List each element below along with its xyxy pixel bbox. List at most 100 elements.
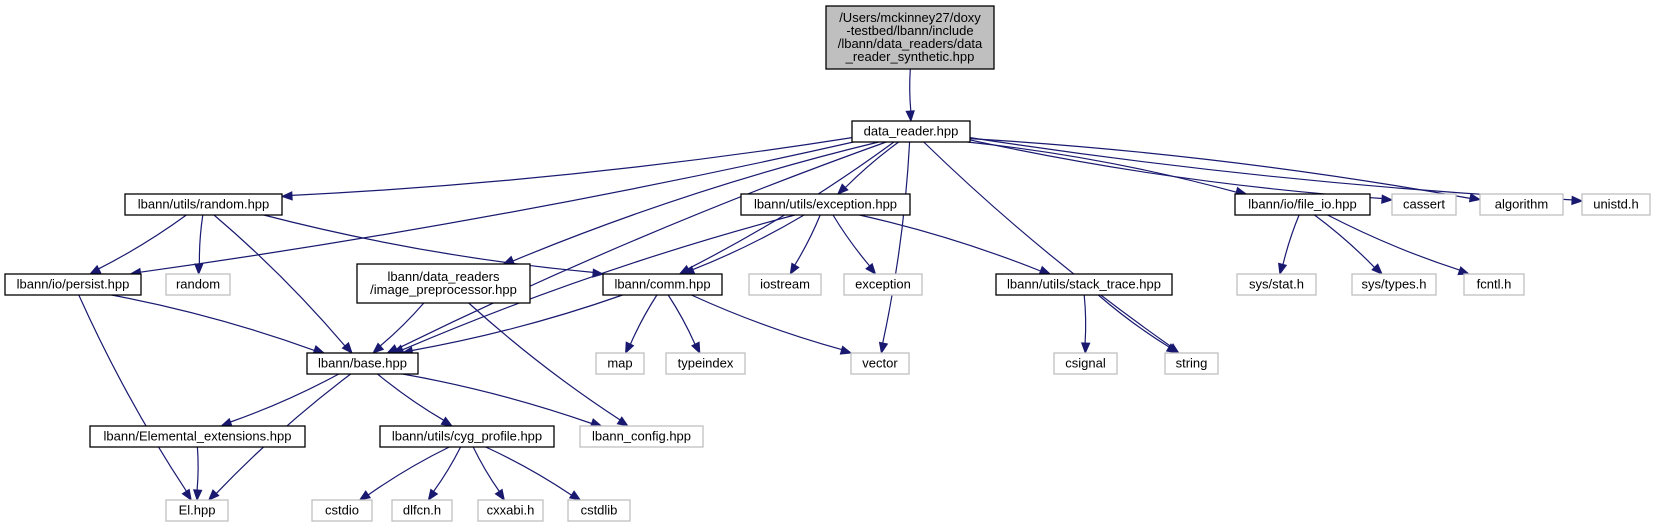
node-random_hpp[interactable]: lbann/utils/random.hpp bbox=[124, 193, 283, 216]
arrowhead bbox=[625, 341, 635, 355]
edge-line bbox=[1314, 214, 1375, 268]
arrowhead bbox=[1571, 195, 1584, 206]
edge-comm-to-map bbox=[625, 294, 658, 355]
edge-comm-to-typeindex bbox=[667, 294, 701, 355]
node-comm[interactable]: lbann/comm.hpp bbox=[602, 273, 723, 296]
node-box bbox=[356, 263, 531, 304]
edge-exception_hpp-to-exception_std bbox=[832, 214, 877, 276]
node-typeindex: typeindex bbox=[665, 352, 746, 375]
node-box bbox=[1581, 193, 1651, 216]
node-exception_hpp[interactable]: lbann/utils/exception.hpp bbox=[740, 193, 911, 216]
node-persist[interactable]: lbann/io/persist.hpp bbox=[4, 273, 142, 296]
edge-line bbox=[140, 141, 854, 273]
edge-line bbox=[794, 214, 821, 266]
arrowhead bbox=[1165, 343, 1179, 354]
node-box bbox=[1053, 352, 1118, 375]
node-box bbox=[165, 273, 231, 296]
edge-line bbox=[379, 302, 425, 347]
edge-line bbox=[667, 294, 696, 345]
node-label-line: csignal bbox=[1065, 356, 1106, 371]
node-box bbox=[850, 352, 910, 375]
edge-image_pre-to-lbann_config bbox=[468, 302, 630, 427]
node-label-line: El.hpp bbox=[179, 503, 216, 518]
arrowhead bbox=[878, 341, 889, 355]
node-box bbox=[379, 425, 555, 448]
edge-line bbox=[213, 214, 346, 347]
arrowhead bbox=[1278, 262, 1288, 276]
node-box bbox=[851, 120, 971, 143]
node-el: El.hpp bbox=[165, 499, 229, 522]
node-sys_stat: sys/stat.h bbox=[1236, 273, 1317, 296]
arrowhead bbox=[194, 263, 204, 276]
node-label-line: lbann/utils/cyg_profile.hpp bbox=[392, 429, 542, 444]
node-iostream: iostream bbox=[748, 273, 822, 296]
edge-line bbox=[909, 68, 912, 112]
edge-line bbox=[111, 294, 315, 351]
node-label-line: sys/types.h bbox=[1361, 277, 1426, 292]
edge-line bbox=[485, 446, 572, 496]
node-box bbox=[306, 352, 419, 375]
node-image_pre[interactable]: lbann/data_readers/image_preprocessor.hp… bbox=[356, 263, 531, 304]
edge-line bbox=[969, 137, 1573, 201]
edge-line bbox=[263, 214, 594, 273]
node-label-line: /image_preprocessor.hpp bbox=[370, 282, 517, 297]
node-box bbox=[579, 425, 704, 448]
node-label-line: lbann/base.hpp bbox=[318, 356, 407, 371]
node-file_io[interactable]: lbann/io/file_io.hpp bbox=[1234, 193, 1371, 216]
node-vector: vector bbox=[850, 352, 910, 375]
arrowhead bbox=[88, 264, 102, 275]
arrowhead bbox=[312, 345, 326, 354]
edge-line bbox=[859, 214, 1041, 272]
node-label-line: lbann/utils/exception.hpp bbox=[754, 197, 897, 212]
node-label-line: lbann/Elemental_extensions.hpp bbox=[104, 429, 292, 444]
node-algorithm: algorithm bbox=[1479, 193, 1564, 216]
edge-line bbox=[691, 294, 842, 351]
edge-file_io-to-sys_stat bbox=[1278, 214, 1300, 276]
node-box bbox=[602, 273, 723, 296]
arrowhead bbox=[358, 490, 372, 501]
edge-line bbox=[411, 294, 623, 352]
edge-line bbox=[402, 214, 796, 351]
edge-exception_hpp-to-comm bbox=[682, 214, 805, 275]
node-box bbox=[165, 499, 229, 522]
edge-line bbox=[969, 138, 1471, 199]
node-label-line: lbann/comm.hpp bbox=[614, 277, 710, 292]
node-lbann_config: lbann_config.hpp bbox=[579, 425, 704, 448]
node-base[interactable]: lbann/base.hpp bbox=[306, 352, 419, 375]
node-cstdio: cstdio bbox=[311, 499, 373, 522]
node-data_reader[interactable]: data_reader.hpp bbox=[851, 120, 971, 143]
arrowhead bbox=[440, 416, 454, 427]
node-label-line: sys/stat.h bbox=[1249, 277, 1304, 292]
nodes-layer: /Users/mckinney27/doxy-testbed/lbann/inc… bbox=[4, 5, 1651, 522]
node-label-line: lbann/data_readers bbox=[387, 269, 500, 284]
arrowhead bbox=[181, 488, 192, 502]
edge-root-to-data_reader bbox=[905, 68, 915, 123]
edge-cyg_profile-to-cxxabi bbox=[472, 446, 506, 502]
node-stack_trace[interactable]: lbann/utils/stack_trace.hpp bbox=[995, 273, 1173, 296]
node-unistd: unistd.h bbox=[1581, 193, 1651, 216]
arrowhead bbox=[905, 110, 915, 123]
node-label-line: map bbox=[607, 356, 632, 371]
node-label-line: lbann_config.hpp bbox=[592, 429, 691, 444]
node-box bbox=[567, 499, 631, 522]
edge-base-to-cyg_profile bbox=[377, 373, 454, 427]
edge-line bbox=[923, 141, 1172, 348]
node-box bbox=[311, 499, 373, 522]
edge-exception_hpp-to-iostream bbox=[789, 214, 821, 276]
node-box bbox=[89, 425, 306, 448]
node-cyg_profile[interactable]: lbann/utils/cyg_profile.hpp bbox=[379, 425, 555, 448]
edge-line bbox=[230, 373, 340, 423]
node-box bbox=[595, 352, 645, 375]
edge-line bbox=[433, 446, 462, 492]
node-root[interactable]: /Users/mckinney27/doxy-testbed/lbann/inc… bbox=[825, 5, 995, 70]
node-box bbox=[843, 273, 923, 296]
edge-line bbox=[78, 294, 187, 492]
edge-comm-to-vector bbox=[691, 294, 853, 355]
node-elemental_ext[interactable]: lbann/Elemental_extensions.hpp bbox=[89, 425, 306, 448]
edge-data_reader-to-exception_hpp bbox=[836, 141, 900, 195]
edge-data_reader-to-algorithm bbox=[969, 138, 1482, 203]
node-box bbox=[1391, 193, 1457, 216]
edge-line bbox=[629, 294, 658, 345]
edge-data_reader-to-vector bbox=[878, 141, 911, 355]
node-box bbox=[825, 5, 995, 70]
